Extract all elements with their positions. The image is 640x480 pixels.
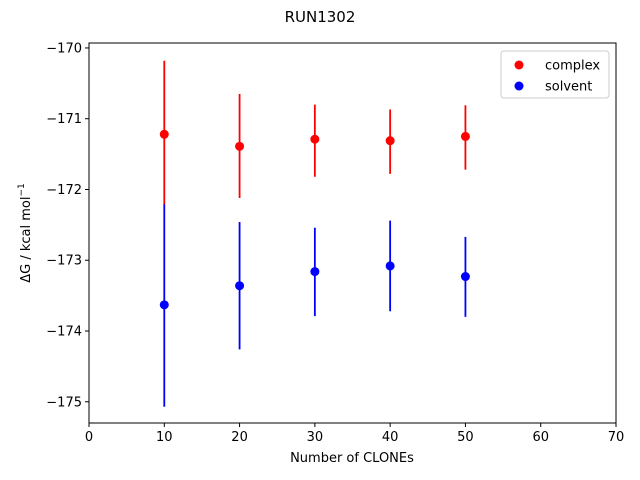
data-point (385, 136, 395, 146)
legend-marker (514, 81, 524, 91)
x-tick-label: 0 (85, 430, 93, 445)
data-point (159, 129, 169, 139)
y-tick-label: −172 (46, 183, 82, 198)
data-point (235, 141, 245, 151)
y-axis-label-superscript: −1 (17, 183, 27, 196)
series-complex (159, 60, 470, 206)
y-axis-label-text: ΔG / kcal mol (19, 197, 34, 283)
legend-marker (514, 60, 524, 70)
data-point (235, 281, 245, 291)
y-tick-label: −173 (46, 254, 82, 269)
data-point (310, 134, 320, 144)
plot-frame (88, 42, 617, 424)
x-axis-label: Number of CLONEs (290, 451, 414, 466)
y-axis-label: ΔG / kcal mol−1 (17, 183, 34, 283)
y-axis: −175 −174 −173 −172 −171 −170 (46, 41, 89, 410)
data-point (460, 131, 470, 141)
data-point (310, 267, 320, 277)
x-tick-label: 60 (532, 430, 549, 445)
x-axis: 0 10 20 30 40 50 60 70 (85, 423, 624, 445)
legend-label: complex (545, 59, 600, 74)
x-tick-label: 50 (457, 430, 474, 445)
x-tick-label: 30 (307, 430, 324, 445)
legend-box (500, 50, 610, 99)
data-point (460, 272, 470, 282)
plot-area (159, 60, 470, 407)
series-solvent (159, 204, 470, 407)
y-tick-label: −174 (46, 325, 82, 340)
legend-label: solvent (545, 80, 592, 95)
y-tick-label: −171 (46, 112, 82, 127)
y-tick-label: −175 (46, 395, 82, 410)
x-tick-label: 40 (382, 430, 399, 445)
data-point (385, 261, 395, 271)
x-tick-label: 20 (231, 430, 248, 445)
y-tick-label: −170 (46, 41, 82, 56)
chart-title: RUN1302 (285, 8, 356, 26)
data-point (159, 300, 169, 310)
legend: complex solvent (500, 50, 610, 99)
x-tick-label: 70 (608, 430, 625, 445)
x-tick-label: 10 (156, 430, 173, 445)
